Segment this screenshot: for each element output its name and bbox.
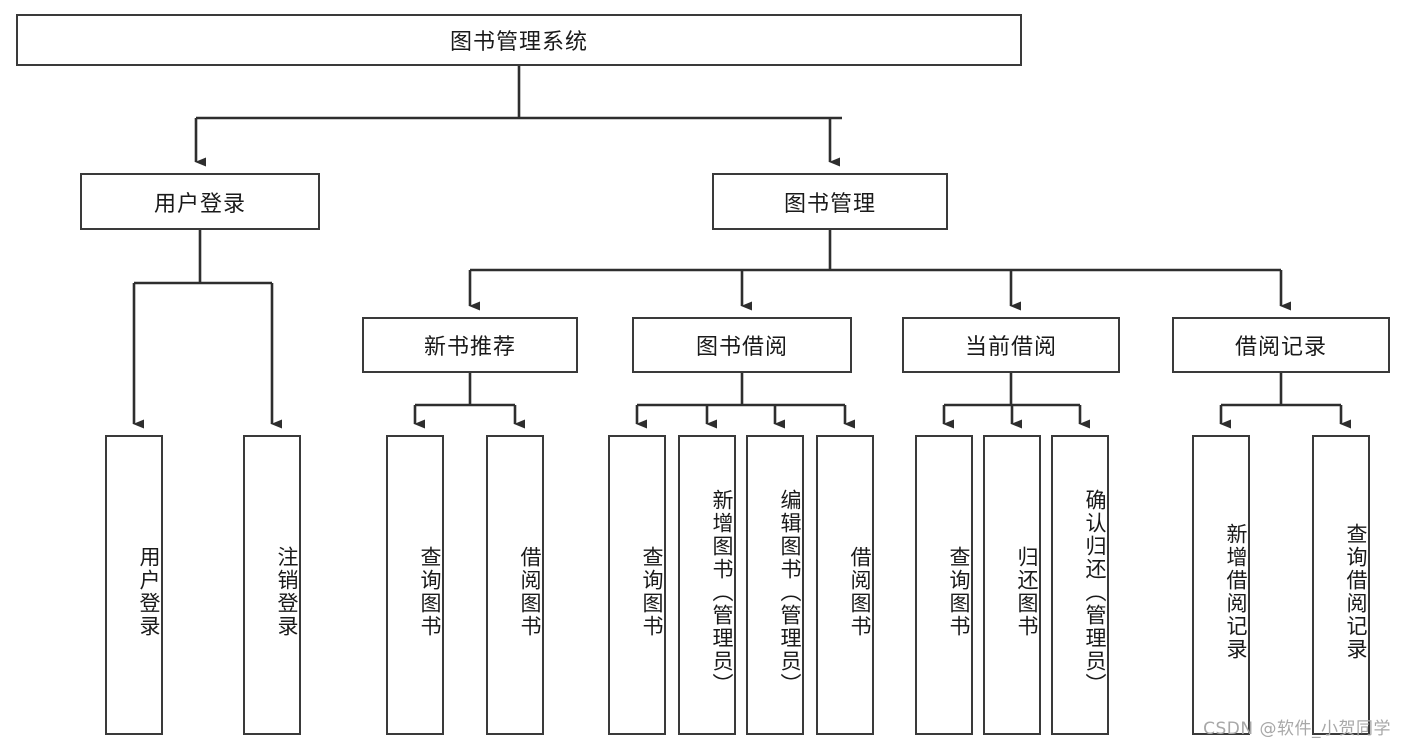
node-leaf-confirm-return[interactable]: 确认归还（管理员） bbox=[1051, 435, 1109, 735]
node-label: 查询图书 bbox=[418, 546, 442, 638]
node-label: 归还图书 bbox=[1015, 546, 1039, 638]
node-leaf-query-record[interactable]: 查询借阅记录 bbox=[1312, 435, 1370, 735]
watermark: CSDN @软件_小贺同学 bbox=[1203, 719, 1391, 739]
node-leaf-user-logout[interactable]: 注销登录 bbox=[243, 435, 301, 735]
node-leaf-query-book-2[interactable]: 查询图书 bbox=[608, 435, 666, 735]
node-borrow-records[interactable]: 借阅记录 bbox=[1172, 317, 1390, 373]
node-root[interactable]: 图书管理系统 bbox=[16, 14, 1022, 66]
node-leaf-add-book[interactable]: 新增图书（管理员） bbox=[678, 435, 736, 735]
node-user-login[interactable]: 用户登录 bbox=[80, 173, 320, 230]
node-label: 注销登录 bbox=[275, 546, 299, 638]
node-label: 编辑图书（管理员） bbox=[778, 488, 802, 696]
node-leaf-edit-book[interactable]: 编辑图书（管理员） bbox=[746, 435, 804, 735]
node-leaf-add-record[interactable]: 新增借阅记录 bbox=[1192, 435, 1250, 735]
node-label: 借阅图书 bbox=[518, 546, 542, 638]
node-label: 用户登录 bbox=[137, 546, 161, 638]
node-leaf-borrow-book-1[interactable]: 借阅图书 bbox=[486, 435, 544, 735]
node-new-book-recommend[interactable]: 新书推荐 bbox=[362, 317, 578, 373]
node-label: 新增借阅记录 bbox=[1224, 523, 1248, 661]
node-book-borrow[interactable]: 图书借阅 bbox=[632, 317, 852, 373]
node-leaf-query-book-3[interactable]: 查询图书 bbox=[915, 435, 973, 735]
node-label: 确认归还（管理员） bbox=[1083, 488, 1107, 696]
node-label: 查询图书 bbox=[640, 546, 664, 638]
node-current-borrow[interactable]: 当前借阅 bbox=[902, 317, 1120, 373]
node-leaf-borrow-book-2[interactable]: 借阅图书 bbox=[816, 435, 874, 735]
node-leaf-return-book[interactable]: 归还图书 bbox=[983, 435, 1041, 735]
node-label: 查询借阅记录 bbox=[1344, 523, 1368, 661]
node-book-management[interactable]: 图书管理 bbox=[712, 173, 948, 230]
node-label: 借阅图书 bbox=[848, 546, 872, 638]
node-leaf-user-login[interactable]: 用户登录 bbox=[105, 435, 163, 735]
node-label: 新增图书（管理员） bbox=[710, 488, 734, 696]
node-label: 查询图书 bbox=[947, 546, 971, 638]
node-leaf-query-book-1[interactable]: 查询图书 bbox=[386, 435, 444, 735]
